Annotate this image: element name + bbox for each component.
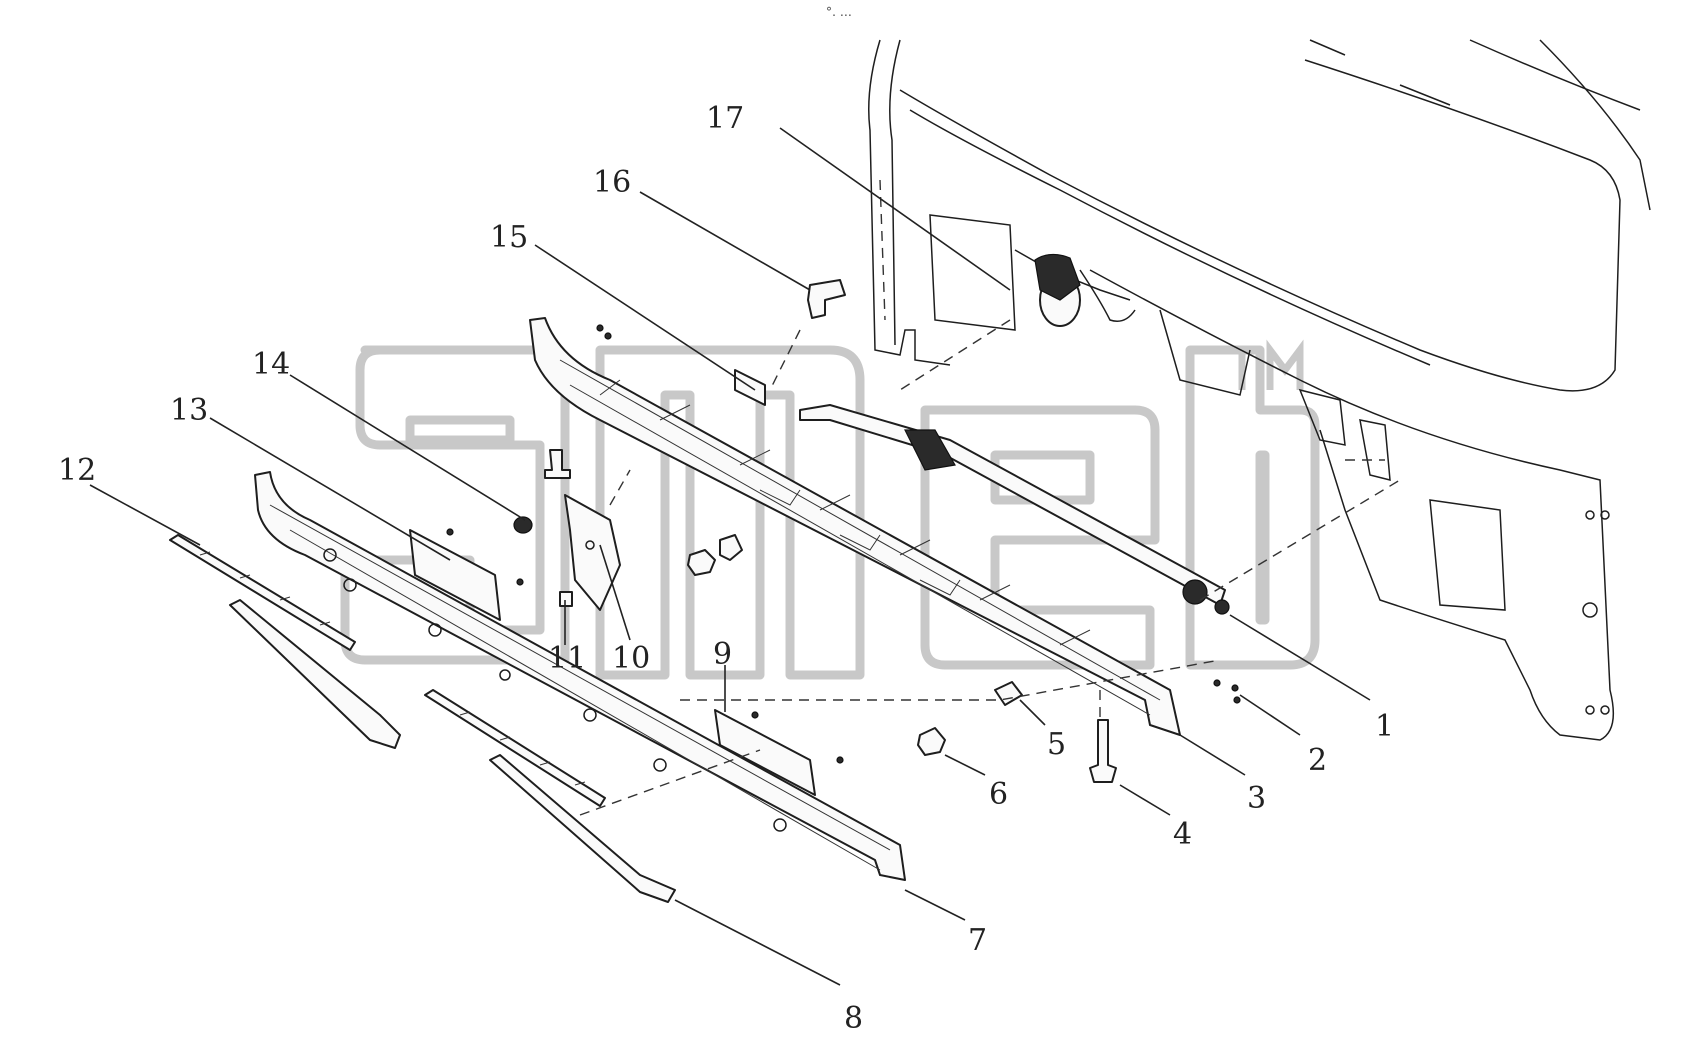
bolt-14-upper <box>544 449 571 479</box>
bushing-5 <box>994 681 1023 706</box>
nut-6-upper <box>687 534 743 576</box>
callout-6: 6 <box>989 777 1008 812</box>
plate-13 <box>409 528 524 621</box>
callout-14: 14 <box>252 347 290 382</box>
watermark-logo: gmeb TM <box>340 339 1320 680</box>
callout-9: 9 <box>713 637 732 672</box>
plate-9 <box>714 709 844 796</box>
callout-16: 16 <box>593 165 631 200</box>
leader-lines <box>89 127 1371 986</box>
nut-14 <box>513 516 533 534</box>
callout-13: 13 <box>170 393 208 428</box>
bolt-4 <box>1089 719 1117 783</box>
lower-cowl-panel <box>254 471 906 881</box>
callout-15: 15 <box>490 220 528 255</box>
callout-1: 1 <box>1375 709 1394 744</box>
callout-8: 8 <box>844 1001 863 1036</box>
wiper-blade-left <box>169 534 356 651</box>
washers-2 <box>596 324 1241 704</box>
bushing-16 <box>807 279 846 319</box>
callout-5: 5 <box>1047 727 1066 762</box>
callout-12: 12 <box>58 453 96 488</box>
callout-2: 2 <box>1308 743 1327 778</box>
assembly-lines <box>579 319 1401 816</box>
callout-7: 7 <box>968 923 987 958</box>
callout-11: 11 <box>548 641 586 676</box>
wiper-blade-right <box>424 689 606 807</box>
top-mark: °․ ․․․ <box>826 5 852 19</box>
nut-6 <box>917 727 946 756</box>
wiper-arm-right <box>489 754 676 903</box>
wiper-linkage <box>799 404 1230 615</box>
wiper-arm-left <box>229 599 401 749</box>
callout-3: 3 <box>1247 781 1266 816</box>
cab-body-panel <box>868 39 1651 741</box>
callout-labels: 1 2 3 4 5 6 7 8 9 10 11 12 13 14 15 16 1… <box>58 101 1394 1036</box>
callout-4: 4 <box>1173 817 1192 852</box>
clip-11 <box>559 591 573 607</box>
callout-17: 17 <box>706 101 744 136</box>
bracket-10 <box>564 494 621 611</box>
wiper-motor <box>1034 253 1136 327</box>
upper-cowl-panel <box>529 317 1181 736</box>
callout-10: 10 <box>612 641 650 676</box>
